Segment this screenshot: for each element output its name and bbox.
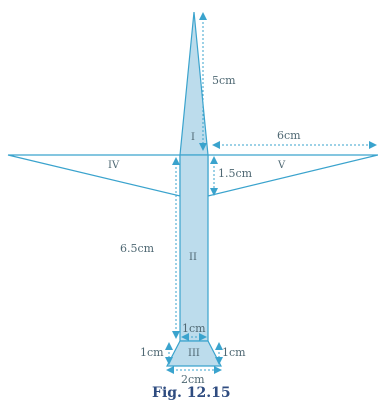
- part-label-i: I: [191, 132, 195, 143]
- measurement-wing-gap: 1.5cm: [218, 167, 253, 180]
- measurement-top-height: 5cm: [212, 74, 236, 87]
- figure-caption: Fig. 12.15: [152, 385, 231, 401]
- part-label-ii: II: [189, 252, 197, 263]
- measurement-base-left: 1cm: [140, 346, 164, 359]
- measurement-wing-length: 6cm: [277, 129, 301, 142]
- measurement-base-right: 1cm: [222, 346, 246, 359]
- part-label-iii: III: [188, 348, 200, 359]
- part-iv-triangle: [7, 154, 181, 197]
- part-ii-rectangle: [179, 154, 209, 342]
- measurement-body-width: 1cm: [182, 322, 206, 335]
- measurement-body-height: 6.5cm: [120, 242, 155, 255]
- measurement-base-width: 2cm: [181, 373, 205, 386]
- part-label-iv: IV: [108, 160, 120, 171]
- part-label-v: V: [277, 160, 286, 171]
